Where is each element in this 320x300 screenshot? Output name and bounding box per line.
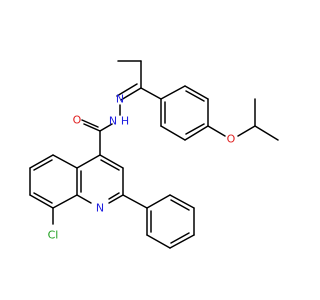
atom-n-quinoline: N [96, 202, 104, 215]
bond [33, 159, 53, 171]
bond [108, 194, 124, 204]
bond [169, 194, 195, 209]
bond [116, 83, 138, 97]
bond [99, 154, 124, 169]
bond [169, 234, 195, 249]
bond [81, 119, 99, 128]
bond [146, 234, 171, 249]
bond [33, 192, 53, 204]
atom-h-hydrazide: H [121, 115, 129, 128]
bond [120, 87, 142, 101]
bond [146, 194, 171, 209]
bond [52, 194, 78, 209]
bonds [29, 60, 279, 249]
bond [99, 123, 113, 132]
bond [122, 194, 148, 209]
bond [52, 154, 78, 169]
bond [29, 154, 54, 169]
bond [237, 125, 256, 137]
atom-chlorine: Cl [48, 229, 59, 242]
bond [184, 125, 209, 141]
bond [108, 192, 120, 200]
bond [140, 87, 162, 100]
bond [254, 125, 279, 141]
bond [184, 85, 209, 100]
bond [160, 125, 186, 141]
bond [100, 159, 120, 171]
atom-labels: N N H O O N Cl [48, 93, 236, 242]
molecule-structure: N N H O O N Cl [29, 60, 279, 249]
bond [160, 85, 186, 100]
bond [170, 232, 190, 244]
atom-o-ether: O [227, 133, 236, 146]
bond [185, 123, 205, 135]
bond [76, 154, 101, 169]
atom-n-imine: N [116, 93, 124, 106]
bond [185, 90, 205, 102]
atom-o-carbonyl: O [73, 114, 82, 127]
bond [170, 199, 190, 211]
bond [207, 125, 226, 137]
bond [76, 194, 92, 204]
bond [83, 123, 101, 132]
atom-n-hydrazide: N [109, 115, 117, 128]
bond [29, 194, 54, 209]
